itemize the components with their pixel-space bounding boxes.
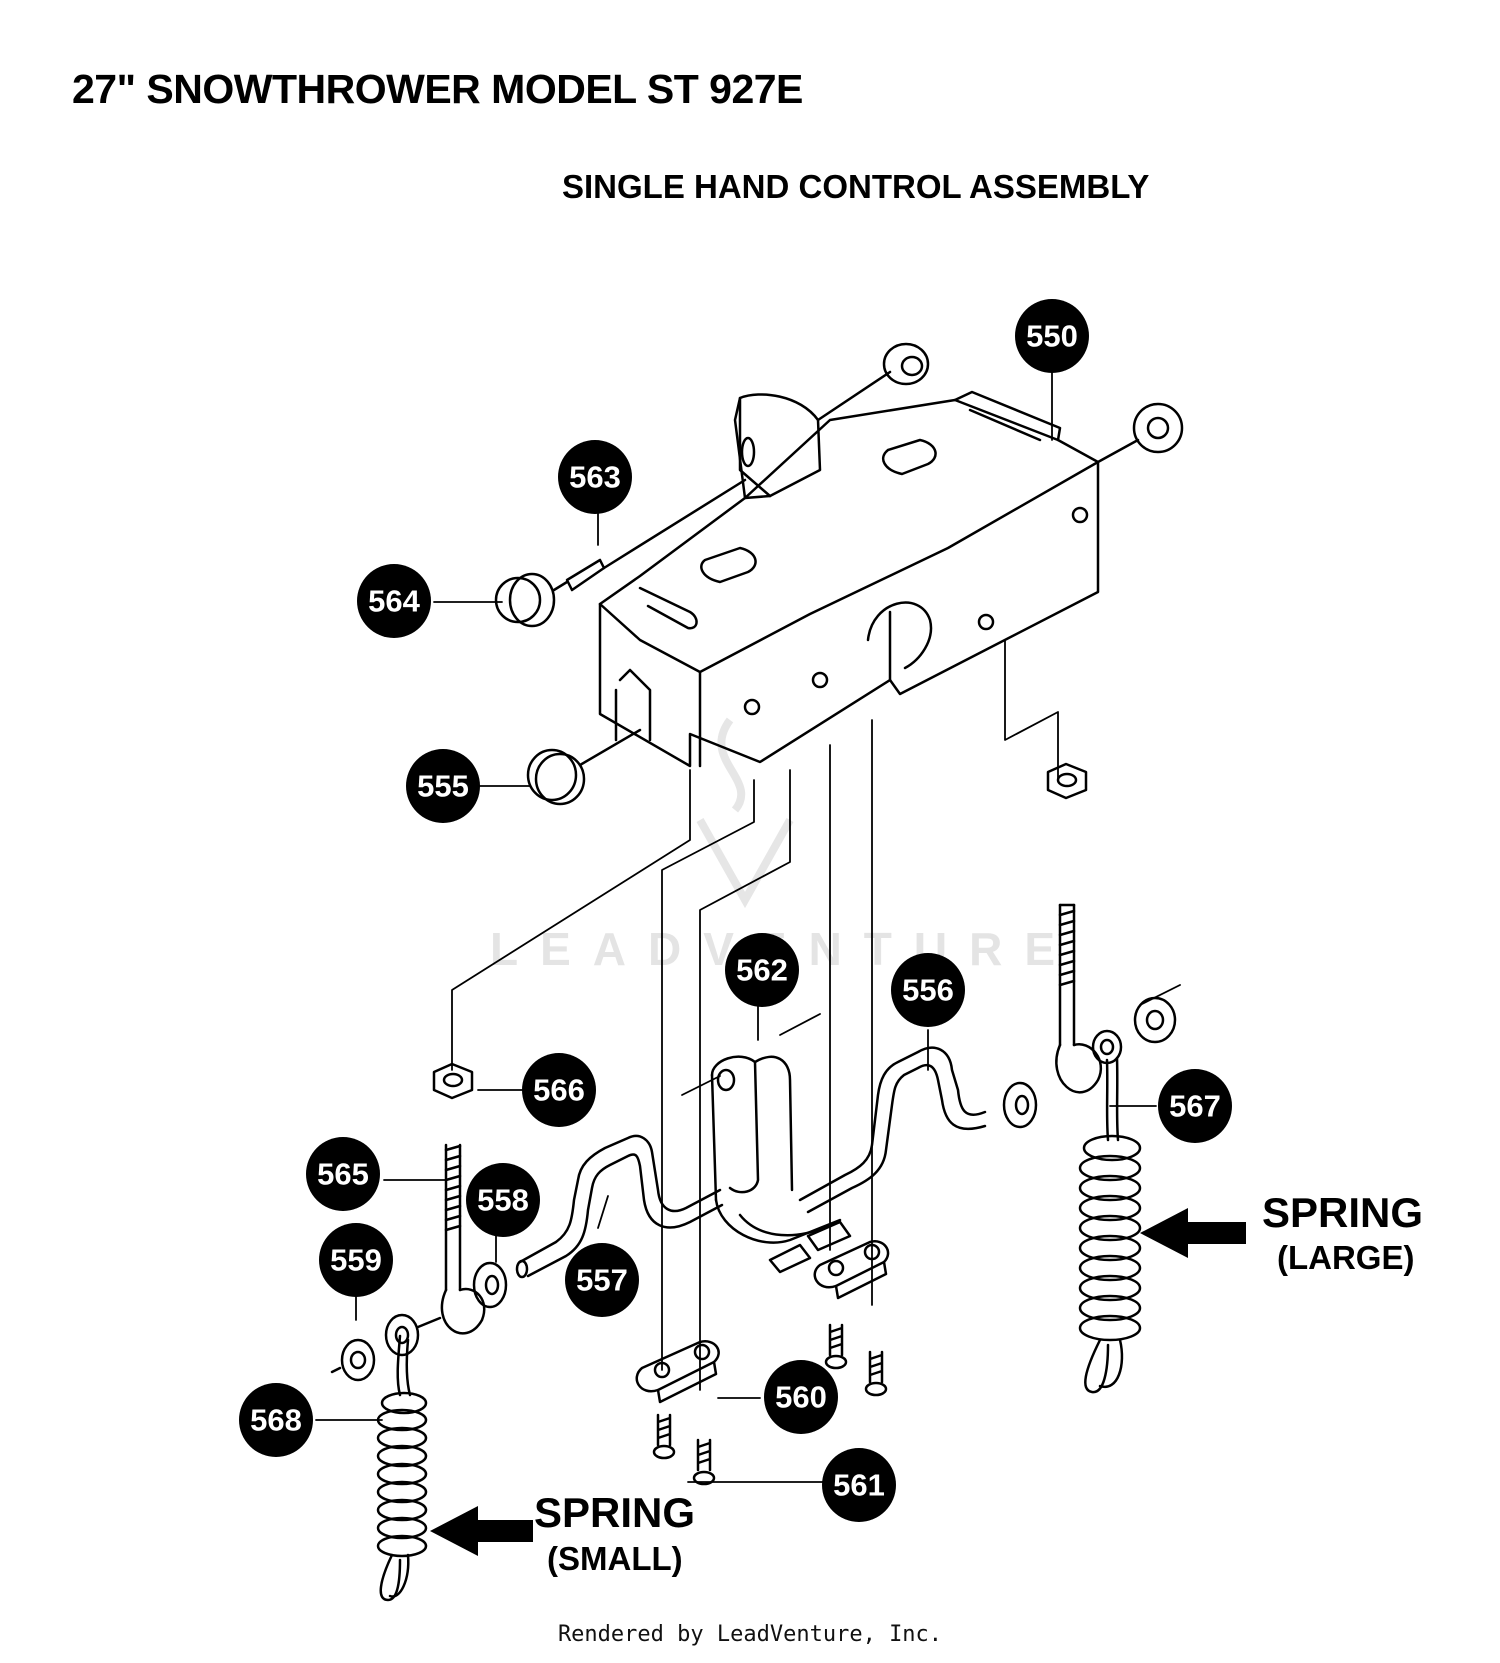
top-washer-part [816,342,930,422]
control-bracket-part [598,390,1100,768]
svg-text:563: 563 [569,460,621,495]
callout-563: 563 [558,440,632,514]
spring-small-size: (SMALL) [547,1540,683,1577]
callout-564: 564 [357,564,431,638]
left-nut-bolt-part [432,1062,486,1335]
svg-text:555: 555 [417,769,469,804]
footer-credit: Rendered by LeadVenture, Inc. [557,1622,943,1647]
svg-text:550: 550 [1026,319,1078,354]
svg-text:567: 567 [1169,1089,1221,1124]
clip-bracket-part [710,1055,852,1274]
callout-leaders [315,371,1157,1483]
link-plate-part [635,1240,890,1404]
callout-568: 568 [239,1383,313,1457]
svg-text:558: 558 [477,1183,529,1218]
svg-text:565: 565 [317,1157,369,1192]
assembly-subtitle: SINGLE HAND CONTROL ASSEMBLY [562,168,1150,205]
rod-right-part [798,1046,987,1214]
page-title: 27" SNOWTHROWER MODEL ST 927E [72,66,803,112]
svg-text:560: 560 [775,1380,827,1415]
callout-566: 566 [522,1053,596,1127]
bushing-part [494,572,569,628]
callout-565: 565 [306,1137,380,1211]
left-washers-part [330,1261,508,1382]
right-nut-bolt-part [1046,762,1103,1094]
right-washers-part [1002,996,1177,1129]
parts-diagram: LEADVENTURE [239,299,1423,1602]
plug-part [526,728,642,806]
callout-556: 556 [891,953,965,1027]
watermark-logo [696,717,794,909]
svg-text:559: 559 [330,1243,382,1278]
svg-text:557: 557 [576,1263,628,1298]
callout-567: 567 [1158,1069,1232,1143]
callout-559: 559 [319,1223,393,1297]
svg-text:568: 568 [250,1403,302,1438]
callout-557: 557 [565,1243,639,1317]
large-spring-part [1078,1056,1142,1394]
svg-text:556: 556 [902,973,954,1008]
pin-part [565,478,747,592]
spring-large-title: SPRING [1262,1189,1423,1236]
callout-555: 555 [406,749,480,823]
spring-small-arrow [430,1506,533,1556]
leader-lines [451,639,1181,1391]
callout-550: 550 [1015,299,1089,373]
screw-part [652,1323,888,1486]
spring-large-size: (LARGE) [1277,1239,1414,1276]
small-spring-part [376,1334,428,1602]
svg-text:561: 561 [833,1468,885,1503]
svg-text:566: 566 [533,1073,585,1108]
rod-left-part [515,1134,724,1279]
callout-558: 558 [466,1163,540,1237]
svg-text:562: 562 [736,953,788,988]
spring-small-title: SPRING [534,1489,695,1536]
callout-561: 561 [822,1448,896,1522]
top-lock-washer-part [1096,402,1184,464]
spring-large-arrow [1140,1208,1246,1258]
callout-560: 560 [764,1360,838,1434]
svg-text:564: 564 [368,584,420,619]
callout-562: 562 [725,933,799,1007]
